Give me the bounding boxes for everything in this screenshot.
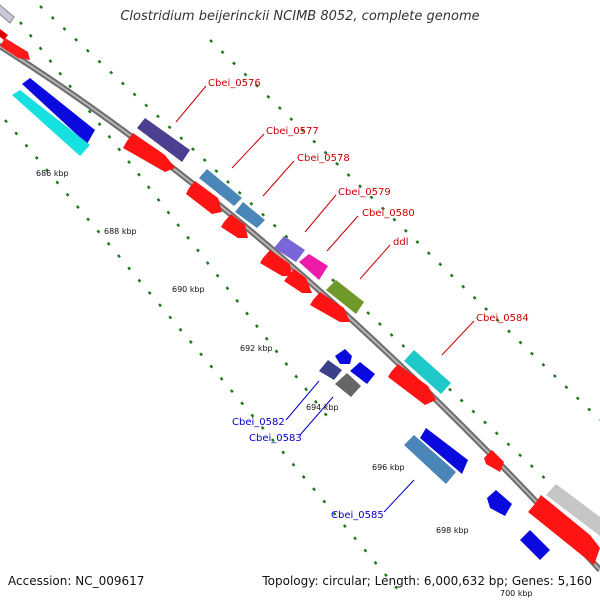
gene-label-Cbei_0577: Cbei_0577 [266,126,319,137]
gene-Cbei_0583-arrow [350,362,375,384]
gene-label-Cbei_0583: Cbei_0583 [249,433,302,444]
tick-label: 694 kbp [306,403,339,412]
tick-guides [4,5,600,593]
gene-Cbei_0584 [404,350,451,394]
gene-Cbei_0579 [274,236,305,262]
gene-label-Cbei_0585: Cbei_0585 [331,510,384,521]
gene-large-left [12,78,95,156]
gene-label-Cbei_0582: Cbei_0582 [232,417,285,428]
backbone [0,42,600,573]
forward-label-lines [175,85,475,356]
gene-Cbei_0583 [335,373,361,397]
gene-label-Cbei_0576: Cbei_0576 [208,78,261,89]
gene-red-0584 [388,364,436,405]
gene-red-0577a [186,181,222,214]
tick-label: 700 kbp [500,589,533,598]
gene-Cbei_0576 [137,118,190,162]
forward-gene-labels: Cbei_0576 Cbei_0577 Cbei_0578 Cbei_0579 … [208,78,529,324]
gene-small-blue-right [487,490,512,516]
gene-label-Cbei_0580: Cbei_0580 [362,208,415,219]
tick-label: 690 kbp [172,285,205,294]
gene-Cbei_0582-arrow [335,349,352,364]
gene-red-0578 [221,214,248,238]
gene-label-ddl: ddl [393,237,408,248]
tick-label: 688 kbp [104,227,137,236]
genome-summary-text: Topology: circular; Length: 6,000,632 bp… [262,574,592,588]
tick-label: 692 kbp [240,344,273,353]
gene-bottom-right-grey [546,484,600,536]
gene-small-red-right [484,450,504,472]
gene-Cbei_0585 [404,435,456,484]
gene-blue-0585 [420,428,468,474]
reverse-gene-labels: Cbei_0582 Cbei_0583 Cbei_0585 [232,417,384,521]
gene-label-Cbei_0584: Cbei_0584 [476,313,529,324]
gene-label-Cbei_0579: Cbei_0579 [338,187,391,198]
map-title: Clostridium beijerinckii NCIMB 8052, com… [120,9,480,24]
gene-Cbei_0578 [235,202,265,228]
tick-label: 696 kbp [372,463,405,472]
tick-label: 686 kbp [36,169,69,178]
tick-label: 698 kbp [436,526,469,535]
gene-red-0580 [284,269,312,293]
gene-bottom-right-red [528,495,600,565]
gene-label-Cbei_0578: Cbei_0578 [297,153,350,164]
gene-edge-top-left [0,4,30,60]
gene-red-0579 [260,250,292,276]
accession-text: Accession: NC_009617 [8,574,145,588]
gene-red-ddl [310,292,350,322]
gene-Cbei_0577 [199,169,242,206]
gene-Cbei_0580 [299,254,328,280]
gene-ddl [326,280,364,314]
gene-Cbei_0582 [319,360,342,380]
reverse-label-lines [285,380,415,513]
gene-blue-bottom [520,530,550,560]
tick-labels: 686 kbp 688 kbp 690 kbp 692 kbp 694 kbp … [36,169,533,598]
gene-red-0576 [123,133,175,172]
